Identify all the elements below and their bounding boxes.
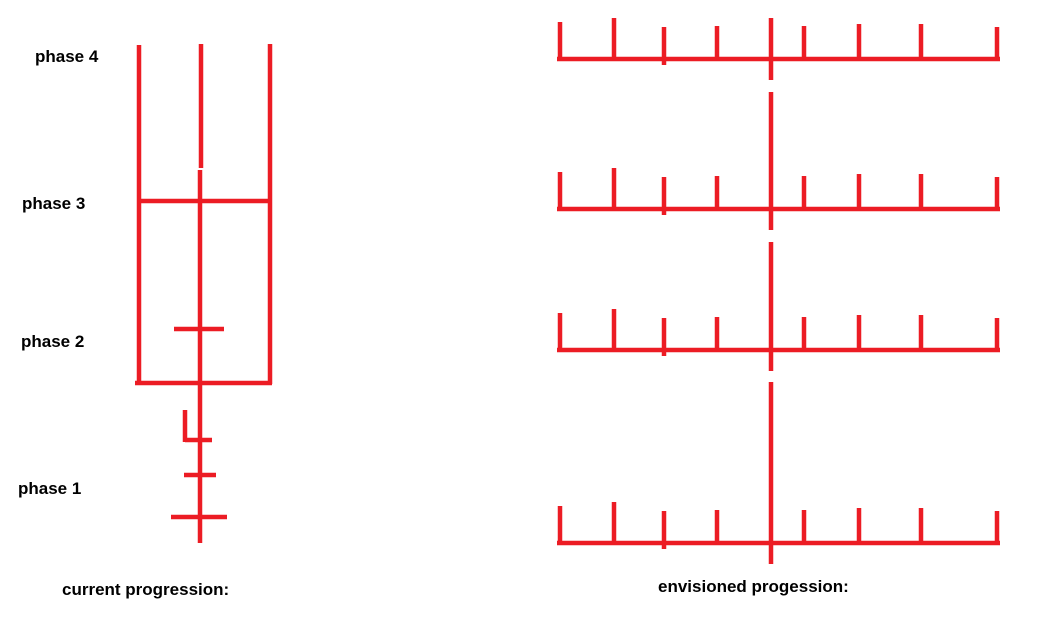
current-progression-caption: current progression:	[62, 580, 230, 599]
phase-2-label: phase 2	[21, 332, 85, 351]
envisioned-progression-caption: envisioned progession:	[658, 577, 849, 596]
current-progression-structure	[135, 44, 273, 543]
phase-4-label: phase 4	[35, 47, 99, 66]
phase-1-label: phase 1	[18, 479, 82, 498]
envisioned-progression-structure	[557, 18, 1000, 564]
phase-3-label: phase 3	[22, 194, 86, 213]
